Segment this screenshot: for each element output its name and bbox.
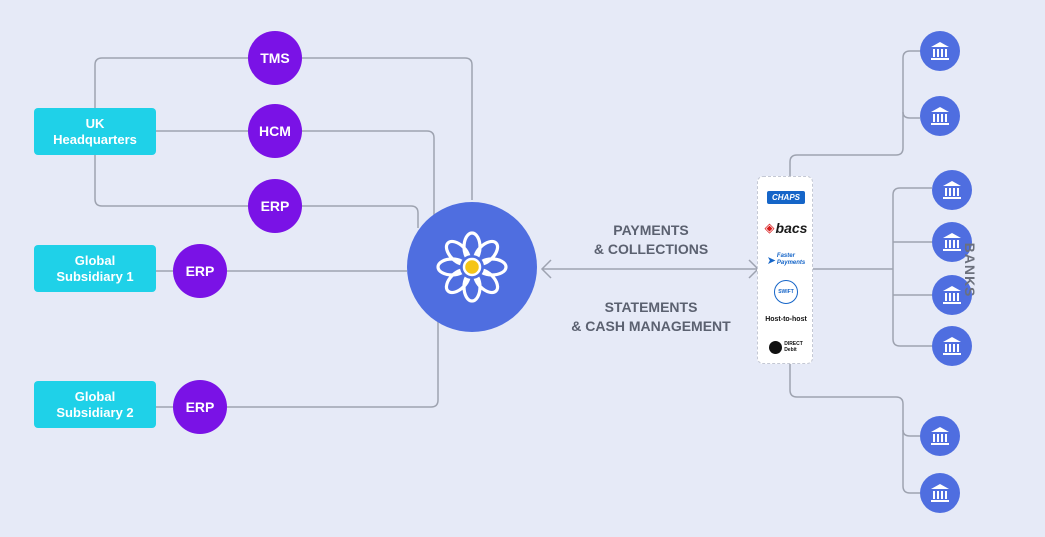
connector-schemes-bottom-banks: [789, 364, 920, 494]
bank-building-icon: [931, 42, 949, 60]
arrowhead-left: [540, 259, 552, 279]
chaps-logo: CHAPS: [758, 186, 814, 208]
bank-building-icon: [943, 233, 961, 251]
bank-icon[interactable]: [932, 170, 972, 210]
system-erp-uk[interactable]: ERP: [248, 179, 302, 233]
direct-debit-icon: [769, 340, 783, 354]
flower-icon: [436, 231, 508, 303]
connector-hcm-hub: [302, 130, 435, 218]
system-erp-subsidiary-1[interactable]: ERP: [173, 244, 227, 298]
bacs-logo: ◈ bacs: [764, 220, 808, 236]
bank-building-icon: [931, 427, 949, 445]
connector-hq-tms: [94, 57, 248, 130]
bank-building-icon: [943, 181, 961, 199]
bank-icon[interactable]: [920, 31, 960, 71]
bank-icon[interactable]: [920, 416, 960, 456]
bank-icon[interactable]: [932, 275, 972, 315]
payments-collections-label: PAYMENTS & COLLECTIONS: [593, 222, 709, 257]
integration-hub[interactable]: [407, 202, 537, 332]
bank-icon[interactable]: [920, 96, 960, 136]
host-to-host-label: Host-to-host: [765, 315, 807, 323]
connector-bank-7: [902, 429, 920, 437]
connector-schemes-top-banks: [789, 50, 920, 176]
connector-mid-bank-branches: [892, 187, 932, 347]
system-hcm[interactable]: HCM: [248, 104, 302, 158]
bank-building-icon: [943, 286, 961, 304]
entity-uk-headquarters[interactable]: UK Headquarters: [34, 108, 156, 155]
faster-payments-logo: ➤ Faster Payments: [766, 253, 806, 267]
bank-building-icon: [943, 337, 961, 355]
payment-schemes-panel: CHAPS ◈ bacs ➤ Faster Payments SWIFT Hos…: [757, 176, 813, 364]
bank-icon[interactable]: [932, 222, 972, 262]
bank-icon[interactable]: [920, 473, 960, 513]
bank-icon[interactable]: [932, 326, 972, 366]
connector-hq-erp: [94, 132, 248, 207]
connector-erp-hub: [302, 205, 419, 228]
system-erp-subsidiary-2[interactable]: ERP: [173, 380, 227, 434]
entity-global-subsidiary-2[interactable]: Global Subsidiary 2: [34, 381, 156, 428]
connector-bank-2: [902, 111, 920, 119]
system-tms[interactable]: TMS: [248, 31, 302, 85]
entity-global-subsidiary-1[interactable]: Global Subsidiary 1: [34, 245, 156, 292]
bank-building-icon: [931, 484, 949, 502]
bank-building-icon: [931, 107, 949, 125]
connector-sub2-hub: [227, 318, 439, 408]
swift-logo: SWIFT: [758, 279, 814, 305]
direct-debit-logo: DIRECT Debit: [758, 337, 814, 357]
statements-cash-management-label: STATEMENTS & CASH MANAGEMENT: [571, 299, 731, 334]
connector-tms-hub: [302, 57, 473, 200]
banks-label: BANKS: [962, 242, 978, 298]
